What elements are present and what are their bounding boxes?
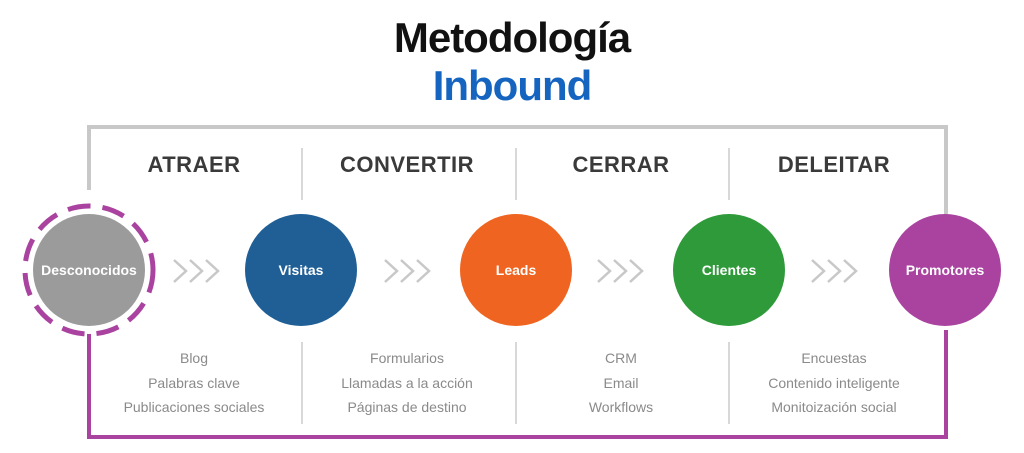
node-desconocidos-label: Desconocidos xyxy=(41,262,137,278)
stage-convertir: CONVERTIR xyxy=(339,152,475,177)
tool-item: Blog xyxy=(179,350,209,366)
tool-item: CRM xyxy=(605,350,637,366)
tool-item: Páginas de destino xyxy=(347,399,467,415)
stage-deleitar: DELEITAR xyxy=(777,152,891,177)
tool-item: Llamadas a la acción xyxy=(341,374,473,391)
title-line-2: Inbound xyxy=(432,62,593,109)
node-visitas: Visitas xyxy=(245,214,357,326)
arrow-group-2 xyxy=(384,259,431,283)
stage-atraer: ATRAER xyxy=(147,152,241,177)
tools-cerrar: CRM Email Workflows xyxy=(516,346,726,420)
arrow-group-1 xyxy=(173,259,220,283)
node-promotores-label: Promotores xyxy=(905,262,985,278)
tool-item: Contenido inteligente xyxy=(768,374,900,391)
tool-item: Palabras clave xyxy=(148,374,240,391)
tool-item: Monitoización social xyxy=(771,399,897,415)
node-leads-label: Leads xyxy=(495,262,537,278)
tool-item: Publicaciones sociales xyxy=(123,399,265,415)
tools-deleitar: Encuestas Contenido inteligente Monitoiz… xyxy=(729,346,939,420)
arrow-group-4 xyxy=(811,259,858,283)
tools-convertir: Formularios Llamadas a la acción Páginas… xyxy=(302,346,512,420)
top-loop-line xyxy=(87,125,948,225)
node-clientes: Clientes xyxy=(673,214,785,326)
title-line-1: Metodología xyxy=(393,14,631,61)
tool-item: Encuestas xyxy=(801,350,867,366)
tool-item: Workflows xyxy=(588,399,654,415)
stage-cerrar: CERRAR xyxy=(572,152,670,177)
bottom-loop-line xyxy=(87,330,948,439)
tools-atraer: Blog Palabras clave Publicaciones social… xyxy=(89,346,299,420)
node-clientes-label: Clientes xyxy=(701,262,757,278)
node-promotores: Promotores xyxy=(889,214,1001,326)
tool-item: Formularios xyxy=(370,350,444,366)
node-desconocidos: Desconocidos xyxy=(33,214,145,326)
node-leads: Leads xyxy=(460,214,572,326)
tool-item: Email xyxy=(603,374,639,391)
arrow-group-3 xyxy=(597,259,644,283)
node-visitas-label: Visitas xyxy=(278,262,324,278)
